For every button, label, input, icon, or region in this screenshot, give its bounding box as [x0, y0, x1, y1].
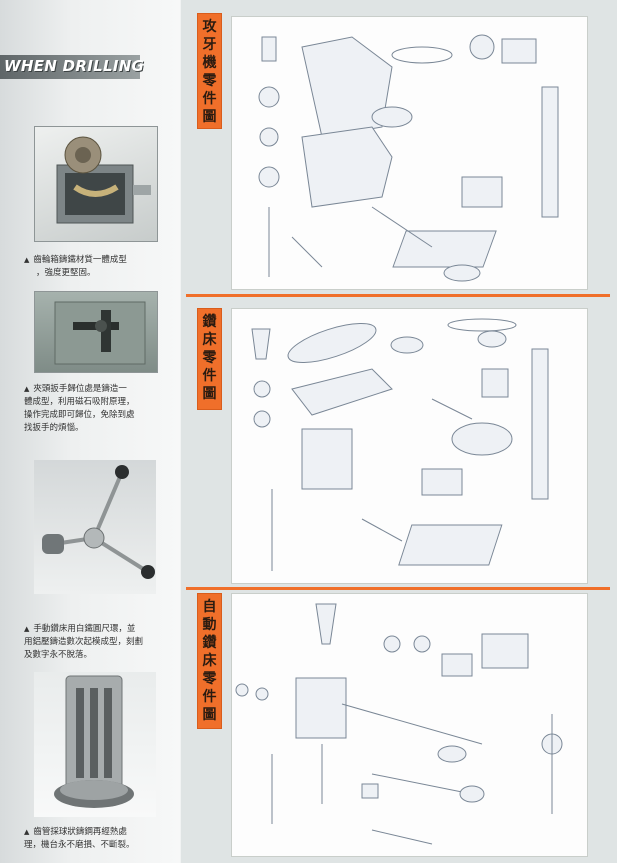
- caption-gearbox: ▲齒輪箱鑄鐵材質一體成型 ，強度更堅固。: [24, 255, 127, 278]
- banner-title: WHEN DRILLING: [4, 57, 145, 75]
- separator-1: [186, 294, 610, 297]
- chuck-key-photo: [34, 291, 158, 373]
- panel-title-drill-press: 鑽床零件圖: [197, 308, 222, 410]
- quill-photo: [34, 672, 156, 817]
- panel-title-tapping: 攻牙機零件圖: [197, 13, 222, 129]
- gearbox-photo: [34, 126, 158, 242]
- separator-2: [186, 587, 610, 590]
- caption-feed-handle: ▲手動鑽床用白鐵圓尺環，並 用鋁壓鑄造數次起模成型，刻劃 及數字永不脫落。: [24, 624, 144, 660]
- banner-bar: [0, 55, 140, 79]
- parts-diagram-drill-press: [231, 308, 588, 584]
- parts-diagram-tapping: [231, 16, 588, 290]
- panel-title-auto-drill: 自動鑽床零件圖: [197, 593, 222, 729]
- parts-diagram-auto-drill: [231, 593, 588, 857]
- caption-chuck-key: ▲夾頭扳手歸位處是鑄造一 體成型，利用磁石吸附原理， 操作完成即可歸位，免除到處…: [24, 384, 135, 433]
- feed-handle-photo: [34, 460, 156, 594]
- caption-quill: ▲齒管採球狀鑄鋼再經熱處 理，機台永不磨損、不斷裂。: [24, 827, 135, 850]
